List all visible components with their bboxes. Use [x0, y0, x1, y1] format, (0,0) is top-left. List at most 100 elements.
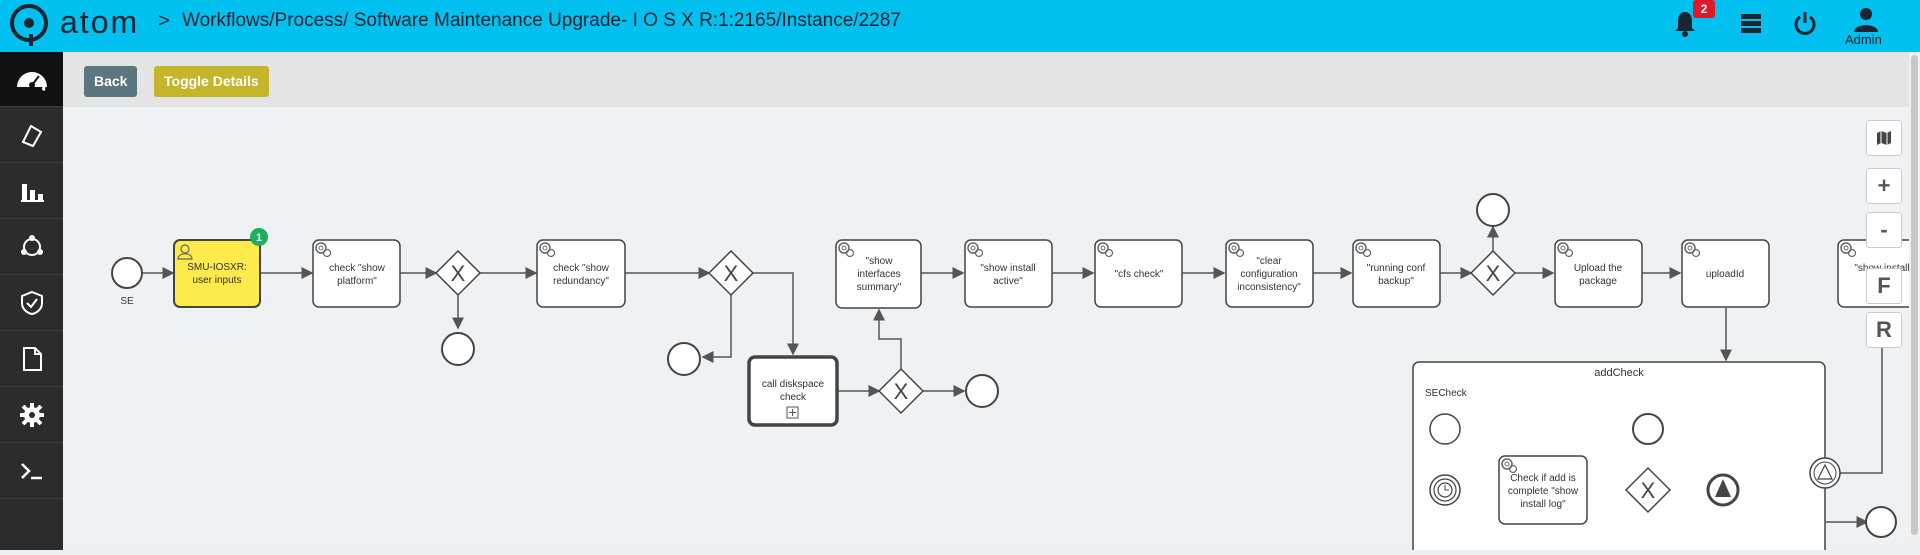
- task-label-line: check "show: [329, 263, 386, 274]
- svg-text:X: X: [451, 261, 466, 286]
- task-label-line: "cfs check": [1115, 269, 1164, 280]
- task-label-line: Check if add is: [1510, 473, 1576, 484]
- gateway-4[interactable]: X: [1469, 249, 1517, 297]
- end-event[interactable]: [441, 332, 475, 366]
- subprocess-start-label: SECheck: [1425, 388, 1468, 399]
- sidebar-item-dashboard[interactable]: [0, 52, 63, 107]
- svg-text:X: X: [1486, 261, 1501, 286]
- gateway-2[interactable]: X: [707, 249, 755, 297]
- end-event[interactable]: [965, 374, 999, 408]
- task-label-line: check "show: [553, 263, 610, 274]
- resource-icon: [21, 124, 42, 148]
- network-icon: [20, 235, 43, 256]
- user-icon[interactable]: [1851, 6, 1881, 36]
- task-label-line: install log": [1520, 499, 1566, 510]
- task-label-line: check: [780, 392, 807, 403]
- task-cfs-check[interactable]: "cfs check": [1094, 239, 1183, 308]
- task-upload-package[interactable]: Upload the package: [1554, 239, 1643, 308]
- call-activity-diskspace[interactable]: call diskspace check: [747, 355, 839, 427]
- task-label-line: Upload the: [1574, 263, 1623, 274]
- sidebar-item-resources[interactable]: [0, 108, 63, 163]
- end-event[interactable]: [667, 342, 701, 376]
- task-label-line: complete "show: [1508, 486, 1579, 497]
- user-task-icon: [177, 244, 193, 260]
- escalation-icon: [1817, 463, 1833, 480]
- task-upload-id[interactable]: uploadId: [1681, 239, 1770, 308]
- map-icon: [1877, 131, 1891, 145]
- breadcrumb: Workflows/Process/ Software Maintenance …: [182, 10, 901, 31]
- svg-text:X: X: [1641, 478, 1656, 503]
- task-user-inputs[interactable]: SMU-IOSXR: user inputs: [173, 239, 261, 308]
- instance-count: 1: [256, 232, 262, 244]
- task-install-active[interactable]: "show install active": [964, 239, 1053, 308]
- task-label-line: interfaces: [857, 269, 900, 280]
- task-label-line: active": [993, 276, 1023, 287]
- sidebar-item-documents[interactable]: [0, 332, 63, 387]
- shield-icon: [20, 290, 43, 316]
- task-label-line: user inputs: [193, 275, 242, 286]
- subprocess-addcheck[interactable]: addCheck SECheck Check if add is complet…: [1412, 361, 1826, 555]
- clock-icon: [1437, 482, 1453, 498]
- task-label-line: call diskspace: [762, 379, 825, 390]
- task-label-line: "show: [866, 256, 894, 267]
- sidebar-item-settings[interactable]: [0, 388, 63, 443]
- expand-subprocess-icon[interactable]: [786, 406, 799, 419]
- task-label-line: "running conf: [1367, 263, 1426, 274]
- fit-button[interactable]: F: [1866, 268, 1902, 304]
- timer-event[interactable]: [1429, 474, 1461, 506]
- end-event[interactable]: [1865, 506, 1897, 538]
- sidebar: [0, 52, 63, 550]
- sidebar-item-network[interactable]: [0, 220, 63, 275]
- task-running-conf-backup[interactable]: "running conf backup": [1352, 239, 1441, 308]
- zoom-out-button[interactable]: -: [1866, 212, 1902, 248]
- dashboard-icon: [16, 72, 47, 91]
- document-icon: [22, 347, 42, 371]
- task-check-add[interactable]: Check if add is complete "show install l…: [1498, 455, 1588, 525]
- gateway-5[interactable]: X: [1624, 466, 1672, 514]
- minimap-button[interactable]: [1866, 120, 1902, 156]
- sidebar-item-terminal[interactable]: [0, 444, 63, 499]
- bell-icon[interactable]: [1670, 8, 1700, 38]
- task-label-line: redundancy": [553, 276, 609, 287]
- subprocess-title: addCheck: [1594, 367, 1644, 379]
- end-event[interactable]: [1632, 413, 1664, 445]
- sidebar-item-security[interactable]: [0, 276, 63, 331]
- power-icon[interactable]: [1790, 8, 1820, 38]
- zoom-in-button[interactable]: +: [1866, 168, 1902, 204]
- task-label-line: platform": [337, 276, 377, 287]
- start-event[interactable]: [111, 257, 143, 289]
- sidebar-item-reports[interactable]: [0, 164, 63, 219]
- task-label-line: summary": [857, 282, 902, 293]
- chart-icon: [20, 184, 44, 202]
- reset-button[interactable]: R: [1866, 312, 1902, 348]
- task-show-platform[interactable]: check "show platform": [312, 239, 401, 308]
- toolbar: Back Toggle Details: [63, 52, 1920, 107]
- toggle-details-button[interactable]: Toggle Details: [154, 66, 269, 97]
- end-event[interactable]: [1476, 193, 1510, 227]
- task-interfaces-summary[interactable]: "show interfaces summary": [835, 239, 922, 309]
- scrollbar-thumb[interactable]: [1911, 55, 1918, 535]
- task-label-line: configuration: [1240, 269, 1297, 280]
- server-list-icon[interactable]: [1736, 8, 1766, 38]
- atom-logo-icon[interactable]: [10, 4, 48, 46]
- svg-text:X: X: [894, 379, 909, 404]
- task-clear-configuration[interactable]: "clear configuration inconsistency": [1225, 239, 1314, 308]
- boundary-escalation-event[interactable]: [1809, 457, 1841, 489]
- back-button[interactable]: Back: [84, 66, 138, 97]
- subprocess-start-event[interactable]: [1429, 413, 1461, 445]
- escalation-end-event[interactable]: [1706, 473, 1740, 507]
- escalation-icon: [1715, 479, 1731, 497]
- workflow-canvas[interactable]: SE SMU-IOSXR: user inputs 1 check "show …: [63, 107, 1920, 555]
- user-label[interactable]: Admin: [1845, 32, 1882, 47]
- brand-name[interactable]: atom: [60, 4, 140, 40]
- task-label-line: backup": [1378, 276, 1414, 287]
- gateway-1[interactable]: X: [434, 249, 482, 297]
- notification-badge: 2: [1693, 0, 1715, 18]
- task-label-line: "clear: [1256, 256, 1282, 267]
- task-show-redundancy[interactable]: check "show redundancy": [536, 239, 626, 308]
- bpmn-diagram: SE SMU-IOSXR: user inputs 1 check "show …: [111, 193, 1919, 555]
- svg-text:X: X: [724, 261, 739, 286]
- breadcrumb-arrow-icon: >: [158, 10, 170, 32]
- task-label-line: "show install: [980, 263, 1035, 274]
- gateway-3[interactable]: X: [877, 367, 925, 415]
